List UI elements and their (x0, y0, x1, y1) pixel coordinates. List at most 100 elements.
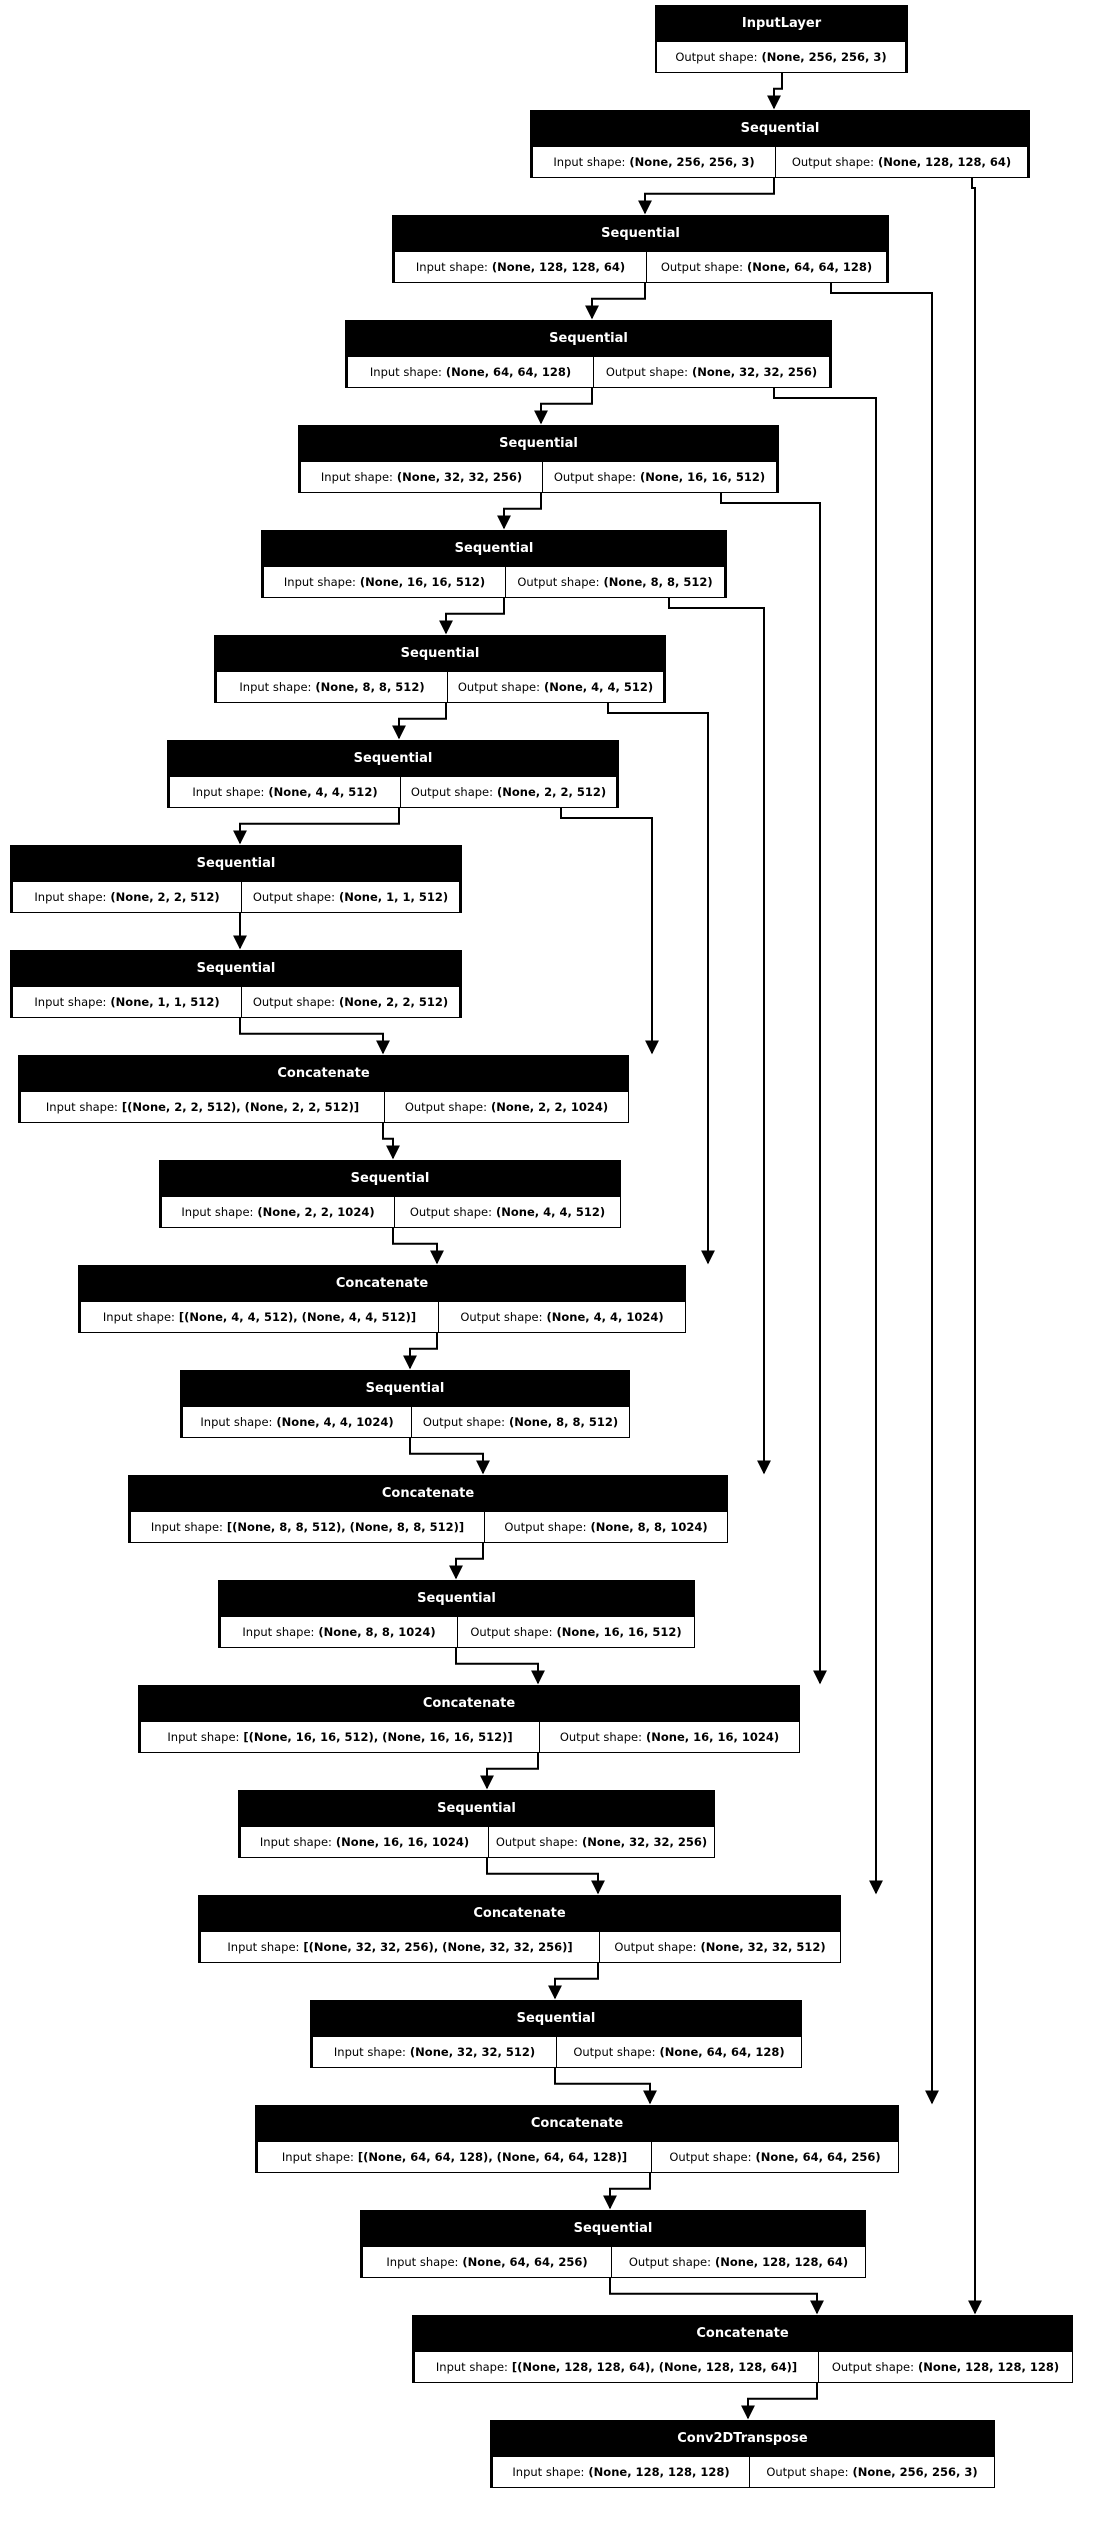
node-output-shape-cell: Output shape:(None, 2, 2, 512) (401, 776, 617, 808)
input-shape-value: [(None, 2, 2, 512), (None, 2, 2, 512)] (121, 1100, 360, 1114)
node-output-shape-cell: Output shape:(None, 256, 256, 3) (750, 2456, 995, 2488)
input-shape-value: (None, 64, 64, 256) (462, 2255, 588, 2269)
output-shape-value: (None, 4, 4, 512) (544, 680, 654, 694)
skip-edge-seq_enc_3-to-concat_5 (773, 388, 883, 1895)
skip-edge-seq_enc_5-to-concat_3 (668, 598, 771, 1475)
node-shapes-row: Input shape:[(None, 128, 128, 64), (None… (414, 2351, 1073, 2383)
node-input-shape-cell: Input shape:(None, 1, 1, 512) (12, 986, 242, 1018)
skip-edge-seq_enc_6-to-concat_2 (607, 703, 715, 1265)
input-shape-label: Input shape: (320, 470, 393, 484)
output-shape-label: Output shape: (252, 995, 336, 1009)
input-shape-value: (None, 4, 4, 512) (268, 785, 378, 799)
node-shapes-row: Input shape:(None, 4, 4, 512)Output shap… (169, 776, 617, 808)
node-output-shape-cell: Output shape:(None, 64, 64, 256) (652, 2141, 899, 2173)
edge-seq_enc_2-to-seq_enc_3 (585, 283, 646, 320)
input-shape-value: [(None, 32, 32, 256), (None, 32, 32, 256… (303, 1940, 573, 1954)
node-output-shape-cell: Output shape:(None, 8, 8, 1024) (485, 1511, 728, 1543)
output-shape-label: Output shape: (504, 1520, 587, 1534)
node-title: Concatenate (80, 1267, 684, 1301)
skip-edge-seq_enc_7-to-concat_1 (560, 808, 659, 1055)
edge-seq_dec_3-to-concat_3 (409, 1438, 490, 1475)
output-shape-label: Output shape: (669, 2150, 752, 2164)
input-shape-value: (None, 64, 64, 128) (445, 365, 572, 379)
edge-concat_4-to-seq_dec_5 (480, 1753, 539, 1790)
node-shapes-row: Input shape:(None, 8, 8, 1024)Output sha… (220, 1616, 695, 1648)
output-shape-label: Output shape: (605, 365, 689, 379)
node-title: Sequential (300, 427, 777, 461)
input-shape-value: (None, 128, 128, 64) (491, 260, 626, 274)
node-shapes-row: Input shape:(None, 64, 64, 128)Output sh… (347, 356, 830, 388)
node-title: Sequential (161, 1162, 619, 1196)
node-input-shape-cell: Input shape:(None, 64, 64, 128) (347, 356, 594, 388)
node-title: Conv2DTranspose (492, 2422, 993, 2456)
node-output-shape-cell: Output shape:(None, 4, 4, 512) (395, 1196, 621, 1228)
node-input-shape-cell: Input shape:(None, 8, 8, 1024) (220, 1616, 458, 1648)
input-shape-label: Input shape: (259, 1835, 332, 1849)
node-input-shape-cell: Input shape:(None, 16, 16, 1024) (240, 1826, 489, 1858)
node-output-shape-cell: Output shape:(None, 8, 8, 512) (506, 566, 725, 598)
input-shape-label: Input shape: (386, 2255, 459, 2269)
node-title: Sequential (240, 1792, 713, 1826)
node-title: Sequential (312, 2002, 800, 2036)
skip-edge-seq_enc_4-to-concat_4 (720, 493, 827, 1685)
output-shape-label: Output shape: (252, 890, 336, 904)
output-shape-value: (None, 2, 2, 512) (339, 995, 449, 1009)
node-shapes-row: Input shape:(None, 32, 32, 256)Output sh… (300, 461, 777, 493)
input-shape-value: (None, 32, 32, 256) (396, 470, 523, 484)
output-shape-value: (None, 256, 256, 3) (852, 2465, 978, 2479)
input-shape-label: Input shape: (200, 1415, 273, 1429)
output-shape-value: (None, 64, 64, 256) (755, 2150, 881, 2164)
node-output-shape-cell: Output shape:(None, 32, 32, 256) (594, 356, 830, 388)
node-input-shape-cell: Input shape:[(None, 2, 2, 512), (None, 2… (20, 1091, 385, 1123)
node-input-shape-cell: Input shape:(None, 8, 8, 512) (216, 671, 448, 703)
skip-edge-seq_enc_1-to-concat_7 (968, 178, 982, 2315)
edge-seq_dec_5-to-concat_5 (486, 1858, 605, 1895)
input-shape-label: Input shape: (45, 1100, 118, 1114)
node-shapes-row: Input shape:(None, 32, 32, 512)Output sh… (312, 2036, 802, 2068)
node-output-shape-cell: Output shape:(None, 64, 64, 128) (557, 2036, 802, 2068)
node-input-shape-cell: Input shape:(None, 4, 4, 1024) (182, 1406, 412, 1438)
output-shape-value: (None, 16, 16, 512) (640, 470, 766, 484)
node-shapes-row: Input shape:[(None, 4, 4, 512), (None, 4… (80, 1301, 686, 1333)
output-shape-value: (None, 64, 64, 128) (747, 260, 873, 274)
edge-concat_1-to-seq_dec_2 (382, 1123, 400, 1160)
node-output-shape-cell: Output shape:(None, 128, 128, 64) (612, 2246, 866, 2278)
output-shape-label: Output shape: (422, 1415, 506, 1429)
node-title: Sequential (182, 1372, 628, 1406)
node-title: Concatenate (200, 1897, 839, 1931)
input-shape-label: Input shape: (181, 1205, 254, 1219)
output-shape-label: Output shape: (573, 2045, 656, 2059)
edge-seq_dec_4-to-concat_4 (455, 1648, 545, 1685)
output-shape-value: (None, 16, 16, 512) (556, 1625, 682, 1639)
node-input-shape-cell: Input shape:(None, 256, 256, 3) (532, 146, 776, 178)
node-output-shape-cell: Output shape:(None, 64, 64, 128) (647, 251, 887, 283)
input-shape-label: Input shape: (435, 2360, 508, 2374)
node-shapes-row: Input shape:[(None, 16, 16, 512), (None,… (140, 1721, 800, 1753)
input-shape-label: Input shape: (333, 2045, 406, 2059)
node-input-shape-cell: Input shape:[(None, 4, 4, 512), (None, 4… (80, 1301, 439, 1333)
